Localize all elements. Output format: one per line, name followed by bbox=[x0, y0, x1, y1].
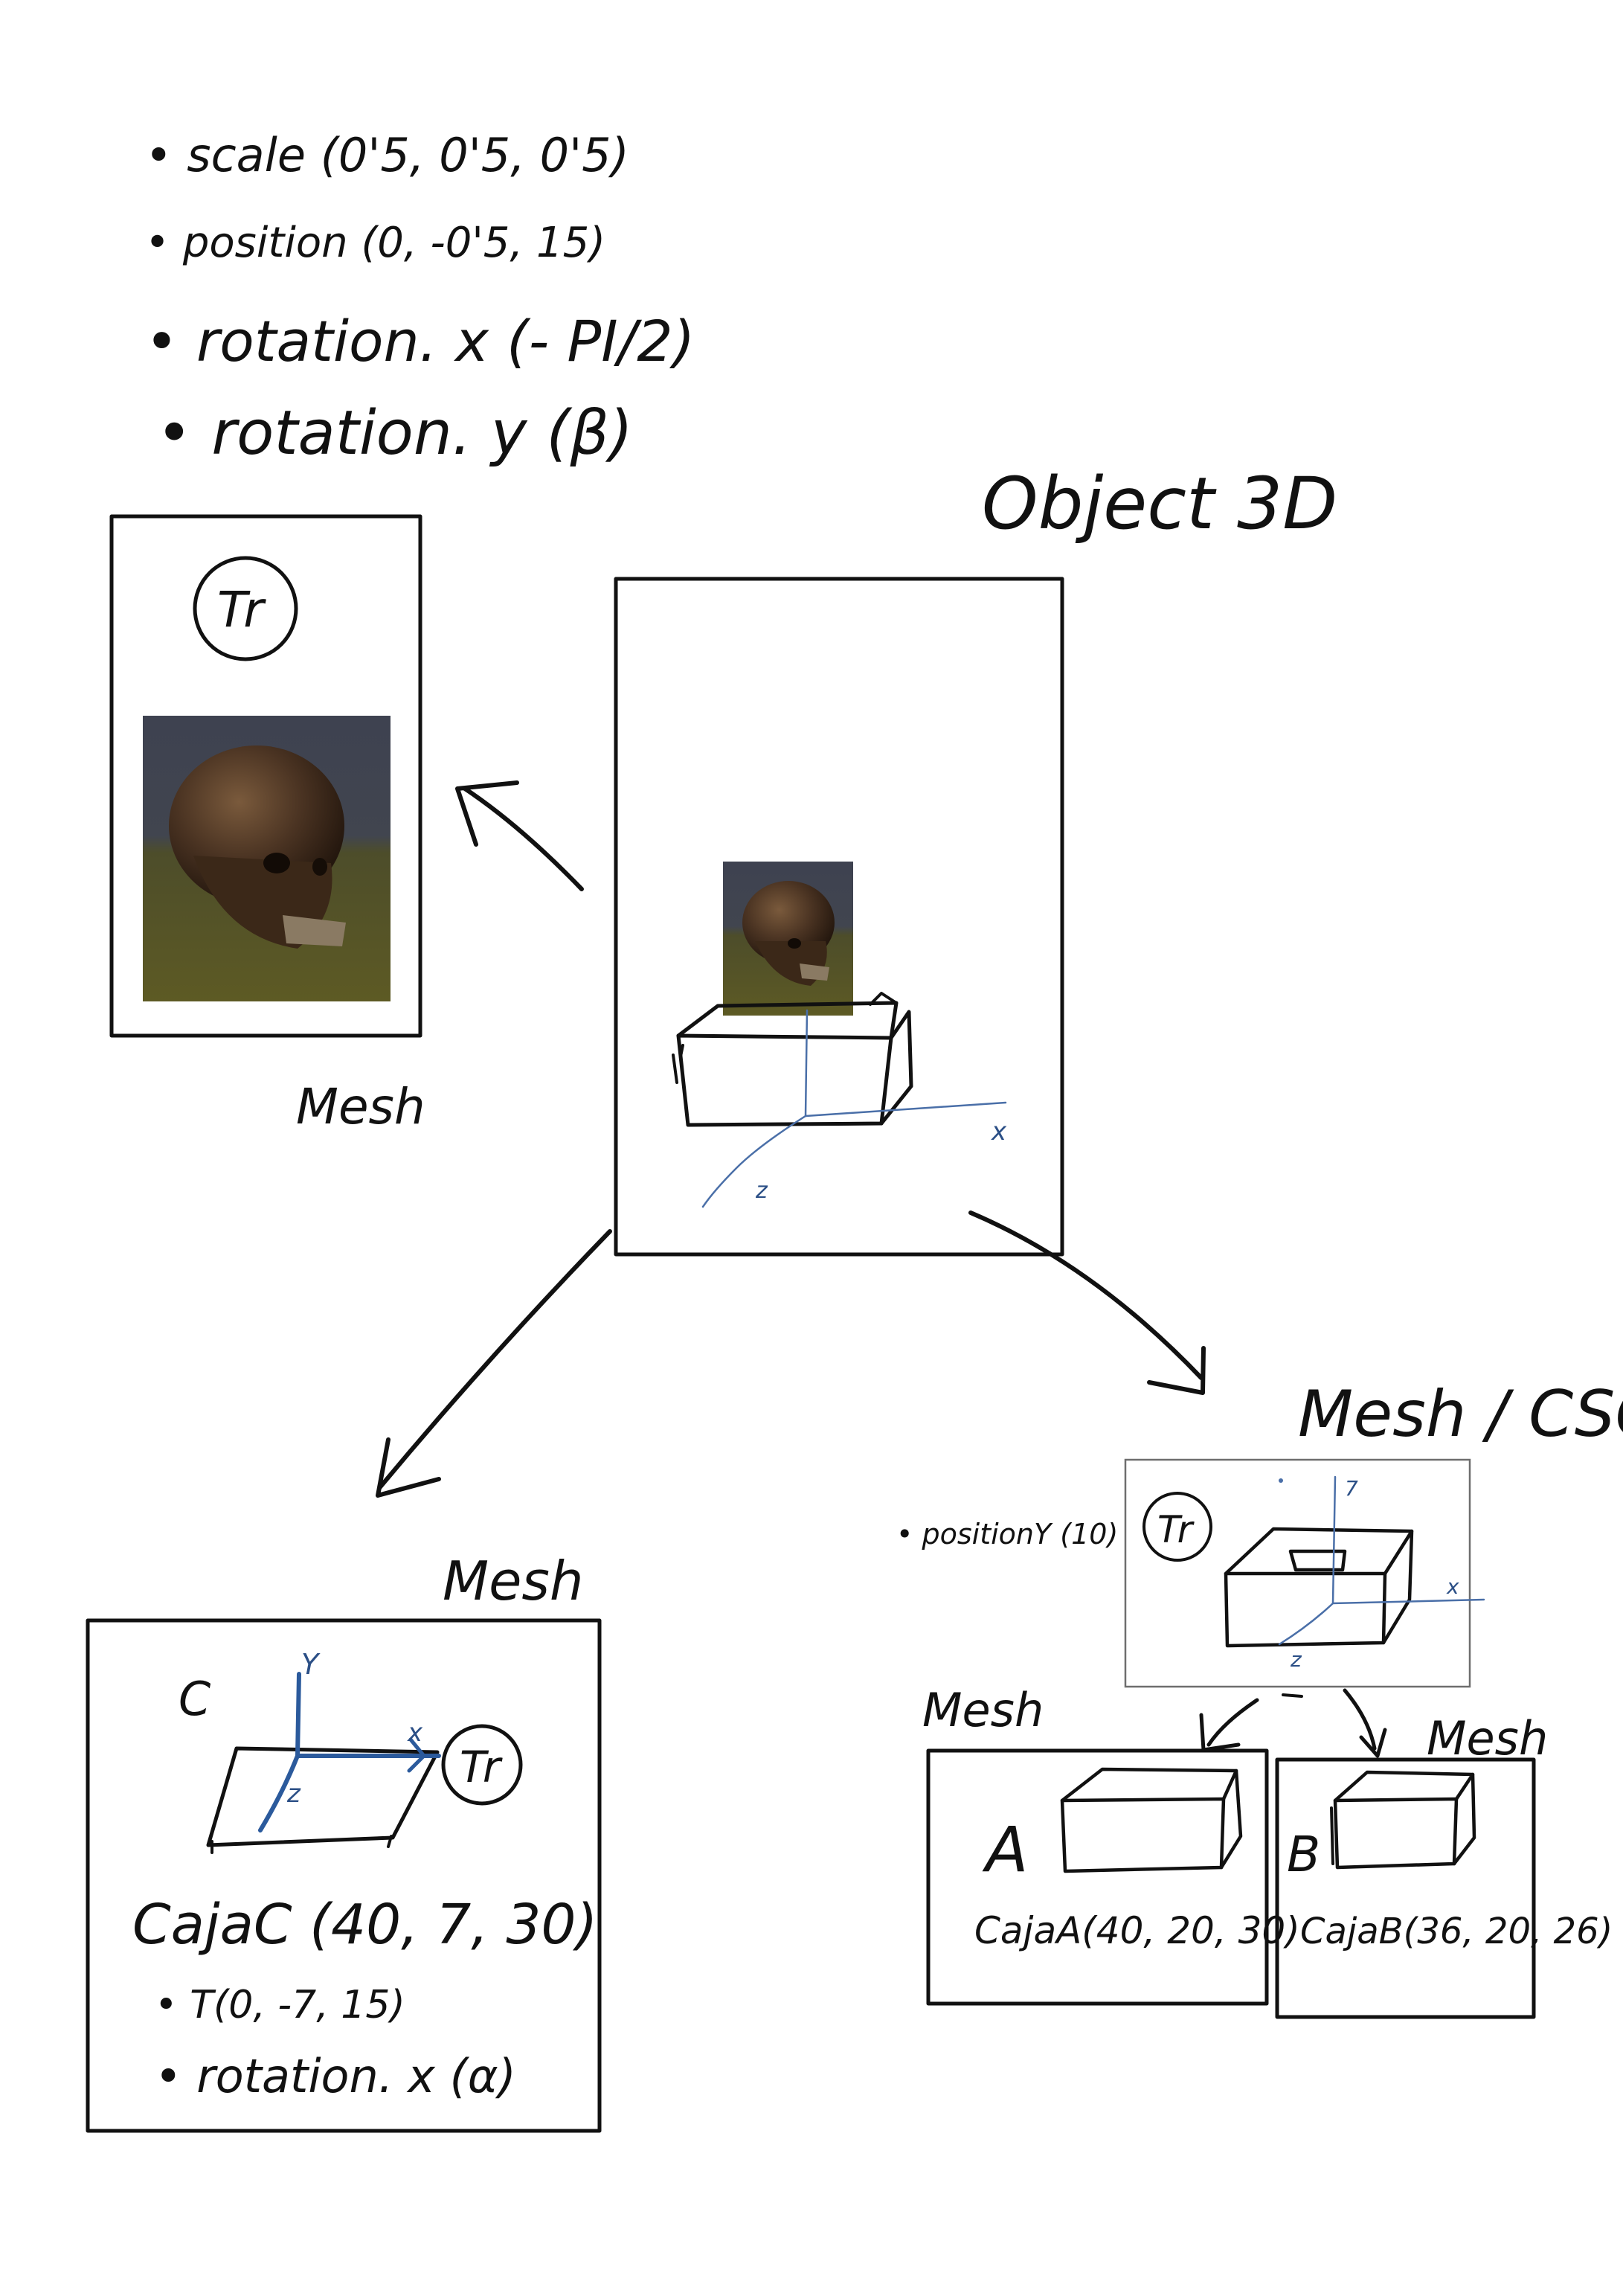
mesh-a-box-sketch bbox=[1060, 1767, 1243, 1873]
mesh-csg-box-sketch bbox=[1224, 1527, 1414, 1648]
mesh-c-letter: C bbox=[179, 1672, 211, 1726]
mesh-b-label: Mesh bbox=[1427, 1711, 1548, 1766]
object3d-node: Object 3D x z bbox=[614, 462, 1337, 1257]
mesh-b-letter: B bbox=[1287, 1826, 1320, 1883]
mesh-csg-axes: 7 x z bbox=[1278, 1475, 1485, 1672]
mesh-b-frame bbox=[1275, 1757, 1536, 2019]
mesh-c-transform-rotation: • rotation. x (α) bbox=[155, 2049, 516, 2103]
skull-mesh-transform-badge: Tr bbox=[217, 581, 266, 638]
mesh-csg-transform-badge: Tr bbox=[1157, 1508, 1195, 1551]
mesh-c-axis-y-label: Y bbox=[301, 1648, 321, 1681]
mesh-b-box-sketch bbox=[1330, 1770, 1476, 1870]
mesh-c-axes: Y x z bbox=[258, 1648, 441, 1832]
mesh-c-transform-circle bbox=[441, 1724, 523, 1806]
object3d-axis-z-label: z bbox=[755, 1178, 768, 1204]
mesh-csg-transform-circle bbox=[1142, 1492, 1212, 1562]
mesh-csg-frame bbox=[1124, 1458, 1471, 1688]
mesh-a-letter: A bbox=[982, 1813, 1028, 1886]
skull-mesh-transform-circle bbox=[193, 556, 298, 661]
mesh-c-label: Mesh bbox=[443, 1550, 584, 1612]
skull-mesh-image bbox=[143, 716, 391, 1001]
mesh-csg-transform-note: • positionY (10) bbox=[896, 1518, 1118, 1551]
object3d-skull-thumbnail bbox=[723, 862, 853, 1016]
mesh-c-axis-z-label: z bbox=[286, 1779, 301, 1809]
mesh-csg-node: Mesh / CSG • positionY (10) Tr 7 x z bbox=[896, 1377, 1623, 1688]
skull-mesh-node: Tr Mesh bbox=[109, 514, 425, 1135]
mesh-a-label: Mesh bbox=[922, 1683, 1044, 1737]
mesh-c-axis-x-label: x bbox=[407, 1718, 423, 1748]
arrow-to-mesh-b bbox=[1343, 1688, 1377, 1751]
mesh-csg-axis-z-label: z bbox=[1290, 1647, 1302, 1672]
mesh-csg-axis-y-label: 7 bbox=[1345, 1476, 1358, 1501]
mesh-b-node: Mesh B CajaB(36, 20, 26) bbox=[1275, 1711, 1613, 2019]
arrows bbox=[376, 780, 1387, 1758]
skull-mesh-frame bbox=[109, 514, 422, 1038]
mesh-csg-label: Mesh / CSG bbox=[1298, 1377, 1623, 1452]
object3d-box-sketch bbox=[672, 992, 913, 1127]
mesh-a-frame bbox=[926, 1748, 1269, 2006]
arrow-to-skull-mesh bbox=[463, 786, 584, 891]
object3d-axes: x z bbox=[701, 1009, 1007, 1208]
mesh-c-plate bbox=[206, 1746, 440, 1847]
transform-position: • position (0, -0'5, 15) bbox=[145, 219, 605, 267]
mesh-c-transform-badge: Tr bbox=[460, 1742, 503, 1792]
transform-rotation-x: • rotation. x (- PI/2) bbox=[145, 308, 695, 374]
arrow-to-mesh-c bbox=[377, 1229, 612, 1490]
mesh-a-caption: CajaA(40, 20, 30) bbox=[974, 1909, 1300, 1952]
mesh-a-node: Mesh A CajaA(40, 20, 30) bbox=[922, 1683, 1300, 2006]
skull-mesh-label: Mesh bbox=[296, 1078, 425, 1135]
mesh-c-frame bbox=[86, 1618, 602, 2133]
object3d-title: Object 3D bbox=[982, 462, 1337, 545]
arrow-to-mesh-csg bbox=[968, 1210, 1203, 1380]
arrow-to-mesh-a bbox=[1206, 1698, 1259, 1747]
mesh-csg-axis-x-label: x bbox=[1446, 1574, 1459, 1599]
mesh-b-caption: CajaB(36, 20, 26) bbox=[1300, 1911, 1613, 1952]
mesh-c-node: Mesh C Y x z Tr CajaC (40, 7, 30) • T(0,… bbox=[86, 1550, 602, 2133]
object3d-frame bbox=[614, 577, 1064, 1257]
mesh-c-caption: CajaC (40, 7, 30) bbox=[132, 1893, 597, 1957]
mesh-c-transform-t: • T(0, -7, 15) bbox=[155, 1983, 405, 2027]
transform-rotation-y: • rotation. y (β) bbox=[156, 398, 633, 469]
object3d-axis-x-label: x bbox=[991, 1117, 1007, 1147]
transform-scale: • scale (0'5, 0'5, 0'5) bbox=[145, 128, 629, 182]
top-transform-list: • scale (0'5, 0'5, 0'5) • position (0, -… bbox=[145, 128, 695, 469]
